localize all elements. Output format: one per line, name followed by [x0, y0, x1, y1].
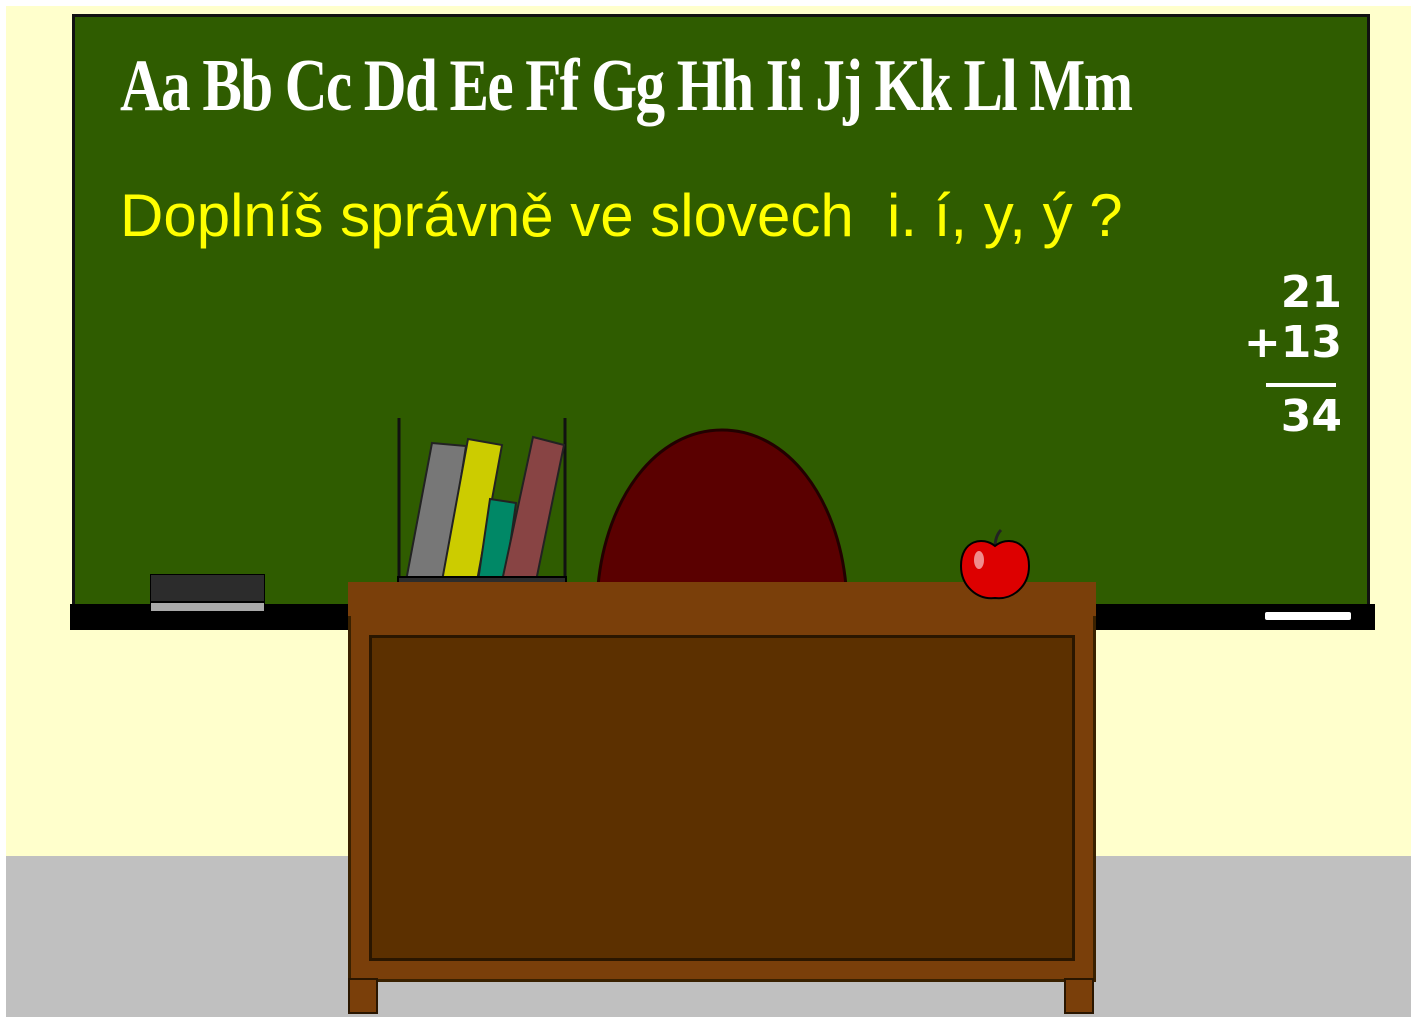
eraser-handle — [150, 574, 265, 602]
desk-front-panel — [369, 635, 1075, 961]
books-icon — [397, 418, 567, 596]
teacher-desk — [346, 582, 1098, 1014]
chair-back-icon — [596, 428, 848, 588]
chalk-stick-icon — [1265, 612, 1351, 620]
desk-body — [348, 610, 1096, 982]
apple-icon — [959, 528, 1031, 600]
alphabet-row: Aa Bb Cc Dd Ee Ff Gg Hh Ii Jj Kk Ll Mm — [120, 45, 1133, 127]
sum-result: 34 — [1280, 391, 1342, 442]
question-text: Doplníš správně ve slovech i. í, y, ý ? — [120, 182, 1123, 249]
chair-back-shape — [596, 428, 848, 588]
sum-line — [1266, 383, 1336, 387]
addition-problem: 21 +13 34 — [1240, 268, 1350, 458]
desk-leg-right — [1064, 978, 1094, 1014]
apple-highlight — [974, 551, 984, 569]
eraser-felt — [150, 602, 265, 612]
addend-2: +13 — [1243, 317, 1342, 368]
desk-leg-left — [348, 978, 378, 1014]
addend-1: 21 — [1280, 267, 1342, 318]
apple-body — [959, 540, 1031, 600]
chalkboard-eraser-icon — [150, 574, 265, 614]
